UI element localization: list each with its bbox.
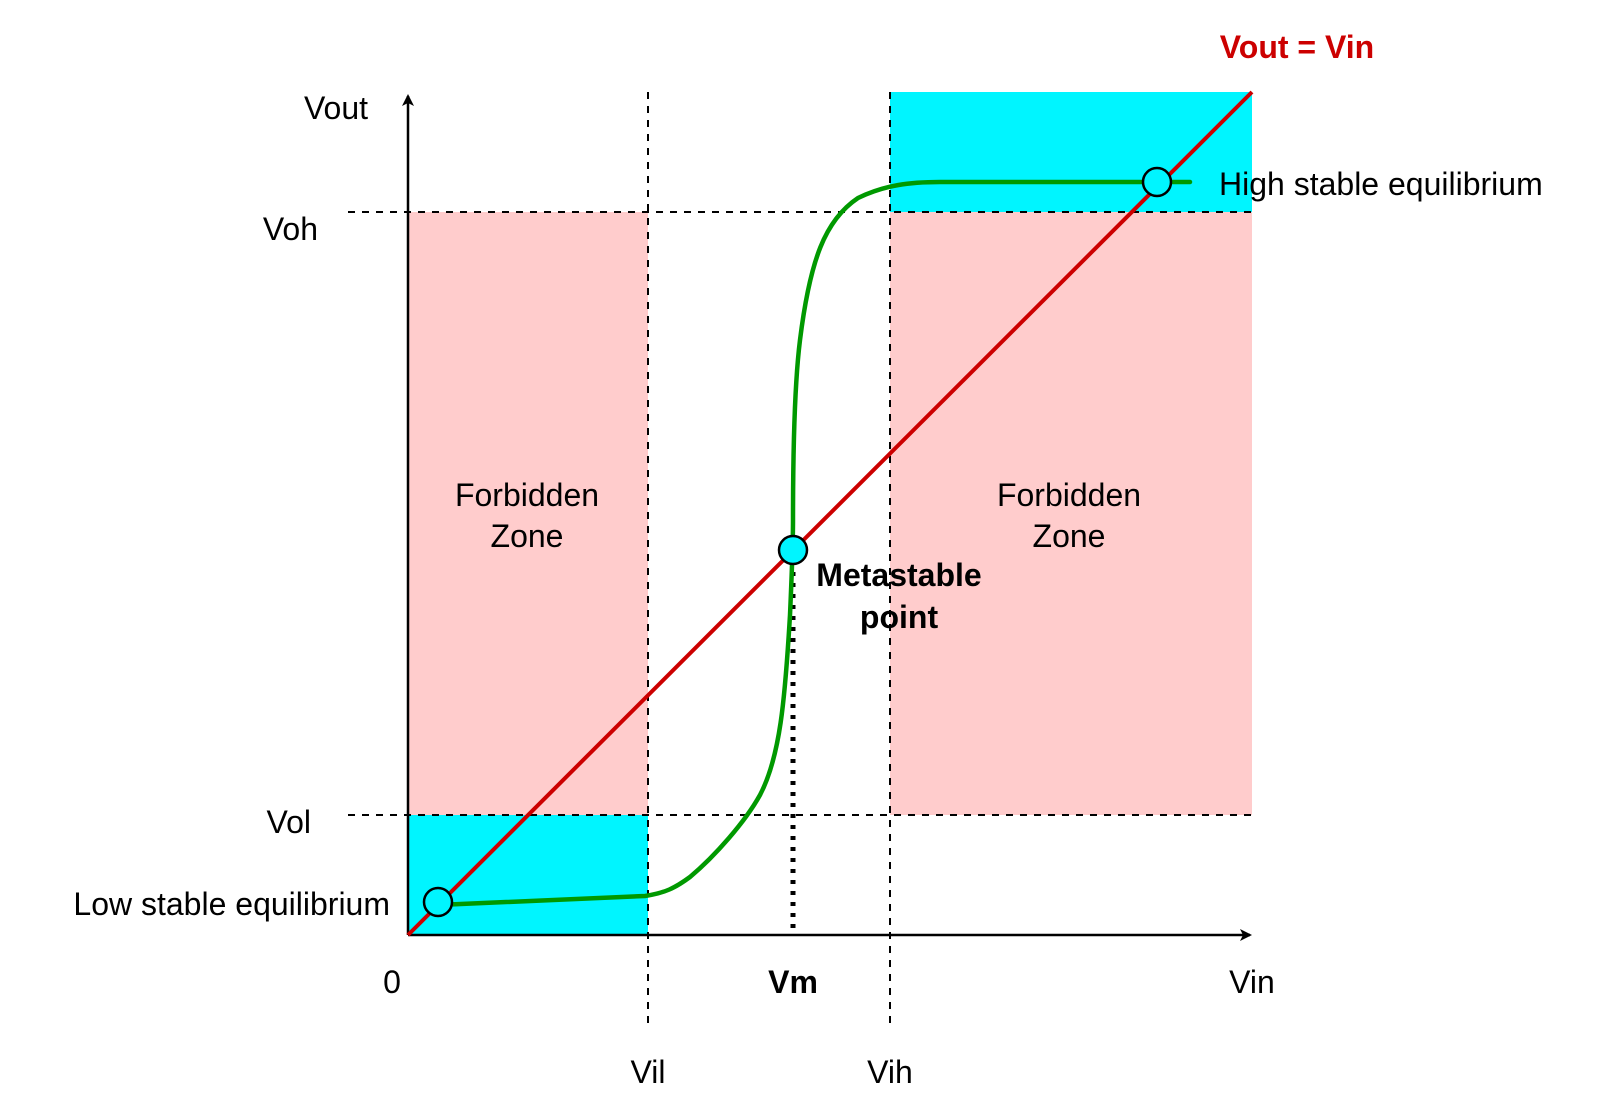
vih-label: Vih — [867, 1054, 913, 1090]
metastable-label-line-1: Metastable — [816, 557, 981, 593]
vm-label: Vm — [768, 964, 818, 1000]
low-valid-region — [408, 815, 648, 935]
left-forbidden-label-line-2: Zone — [491, 518, 564, 554]
identity-line — [406, 90, 1254, 937]
identity-line-label: Vout = Vin — [1220, 29, 1374, 65]
voh-label: Voh — [263, 211, 318, 247]
right-forbidden-label-line-2: Zone — [1033, 518, 1106, 554]
origin-label: 0 — [383, 964, 401, 1000]
left-forbidden-zone — [408, 212, 648, 815]
left-forbidden-label-line-1: Forbidden — [455, 477, 599, 513]
right-forbidden-zone — [890, 212, 1252, 815]
y-axis-label: Vout — [304, 90, 368, 126]
x-axis-label: Vin — [1229, 964, 1275, 1000]
low-equilibrium-marker — [422, 886, 454, 918]
high-equilibrium-marker — [1141, 166, 1173, 198]
metastable-label-line-2: point — [860, 599, 939, 635]
right-forbidden-label-line-1: Forbidden — [997, 477, 1141, 513]
vol-label: Vol — [267, 804, 311, 840]
low-equilibrium-label: Low stable equilibrium — [73, 886, 390, 922]
high-valid-region — [890, 92, 1252, 212]
vil-label: Vil — [631, 1054, 666, 1090]
metastable-marker — [777, 534, 809, 566]
high-equilibrium-label: High stable equilibrium — [1219, 166, 1543, 202]
